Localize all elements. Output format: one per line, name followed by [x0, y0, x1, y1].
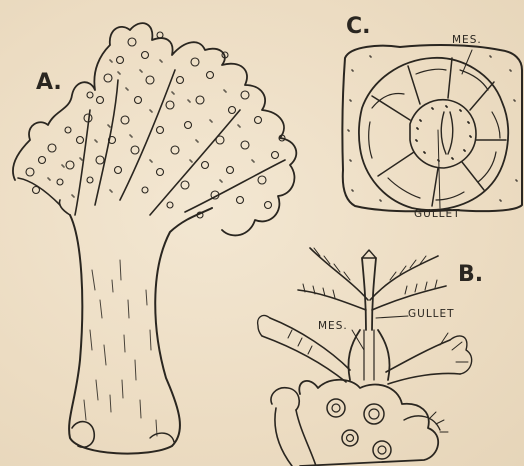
figure-c-label: C.: [346, 14, 371, 39]
polyp-gullet-label: GULLET: [408, 308, 455, 320]
section-mes-label: MES.: [452, 34, 482, 46]
figure-a-label: A.: [36, 70, 62, 95]
polyp-mes-label: MES.: [318, 320, 348, 332]
figure-b-label: B.: [458, 262, 483, 287]
section-gullet-label: GULLET: [414, 208, 461, 220]
figure-b-polyp: [258, 248, 472, 466]
figure-c-section: [342, 45, 522, 211]
